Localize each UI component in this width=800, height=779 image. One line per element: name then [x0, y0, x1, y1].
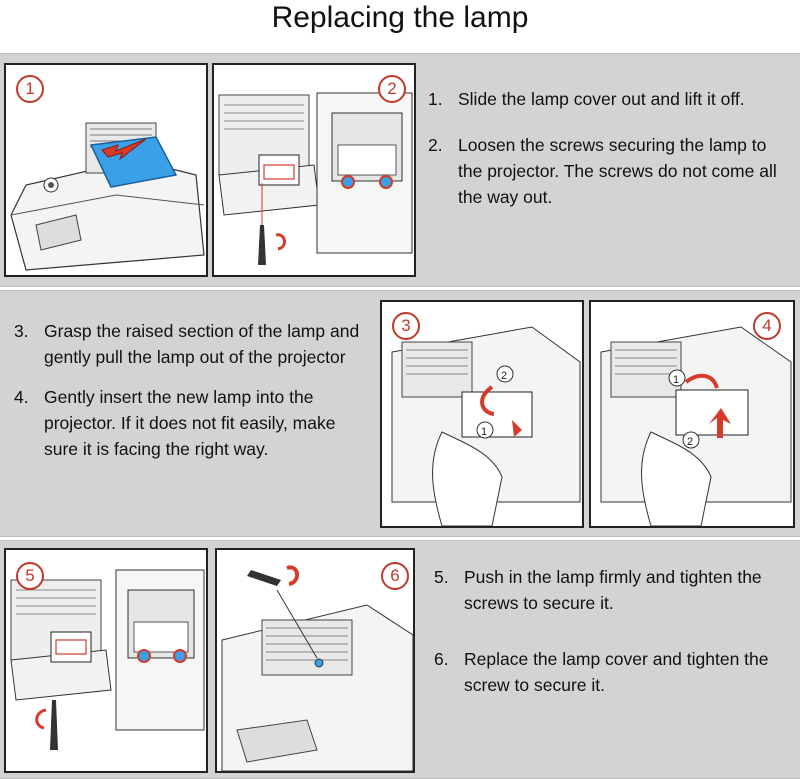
lamp-screw-tighten-illustration [10, 569, 205, 750]
step-badge-4: 4 [753, 312, 781, 340]
page-title: Replacing the lamp [271, 1, 529, 34]
step-3-text: Grasp the raised section of the lamp and… [44, 321, 360, 367]
steps-3-4: 3. Grasp the raised section of the lamp … [14, 318, 374, 476]
illustration-step-1: 1 [4, 63, 208, 277]
callout-1-label: 1 [481, 426, 487, 438]
step-2-number: 2. [428, 135, 443, 155]
illustration-step-6: 6 [215, 548, 415, 773]
step-1-text: Slide the lamp cover out and lift it off… [458, 89, 745, 109]
step-4: 4. Gently insert the new lamp into the p… [14, 384, 374, 462]
step-5-text: Push in the lamp firmly and tighten the … [464, 567, 762, 613]
illustration-step-3: 2 1 3 [380, 300, 584, 528]
step-badge-2: 2 [378, 75, 406, 103]
callout-1-label: 1 [673, 374, 679, 386]
step-6-text: Replace the lamp cover and tighten the s… [464, 649, 769, 695]
callout-2-label: 2 [501, 370, 507, 382]
illustration-step-2: 2 [212, 63, 416, 277]
step-badge-5: 5 [16, 562, 44, 590]
step-badge-3: 3 [392, 312, 420, 340]
callout-2-label: 2 [687, 436, 693, 448]
step-1: 1. Slide the lamp cover out and lift it … [428, 86, 794, 112]
step-1-number: 1. [428, 89, 443, 109]
step-4-text: Gently insert the new lamp into the proj… [44, 387, 336, 459]
step-6: 6. Replace the lamp cover and tighten th… [434, 646, 794, 698]
steps-1-2: 1. Slide the lamp cover out and lift it … [428, 86, 794, 224]
step-4-number: 4. [14, 387, 29, 407]
lamp-screws-illustration [218, 92, 413, 265]
lamp-removal-illustration: 2 1 [391, 326, 581, 526]
step-2-text: Loosen the screws securing the lamp to t… [458, 135, 777, 207]
lamp-insert-illustration: 1 2 [600, 326, 792, 526]
step-5: 5. Push in the lamp firmly and tighten t… [434, 564, 794, 616]
step-3: 3. Grasp the raised section of the lamp … [14, 318, 374, 370]
illustration-step-4: 1 2 4 [589, 300, 795, 528]
step-badge-6: 6 [381, 562, 409, 590]
projector-cover-illustration [10, 122, 205, 271]
steps-5-6: 5. Push in the lamp firmly and tighten t… [434, 564, 794, 712]
step-6-number: 6. [434, 649, 449, 669]
illustration-step-5: 5 [4, 548, 208, 773]
step-3-number: 3. [14, 321, 29, 341]
step-5-number: 5. [434, 567, 449, 587]
cover-replace-illustration [221, 565, 413, 771]
step-badge-1: 1 [16, 75, 44, 103]
step-2: 2. Loosen the screws securing the lamp t… [428, 132, 794, 210]
